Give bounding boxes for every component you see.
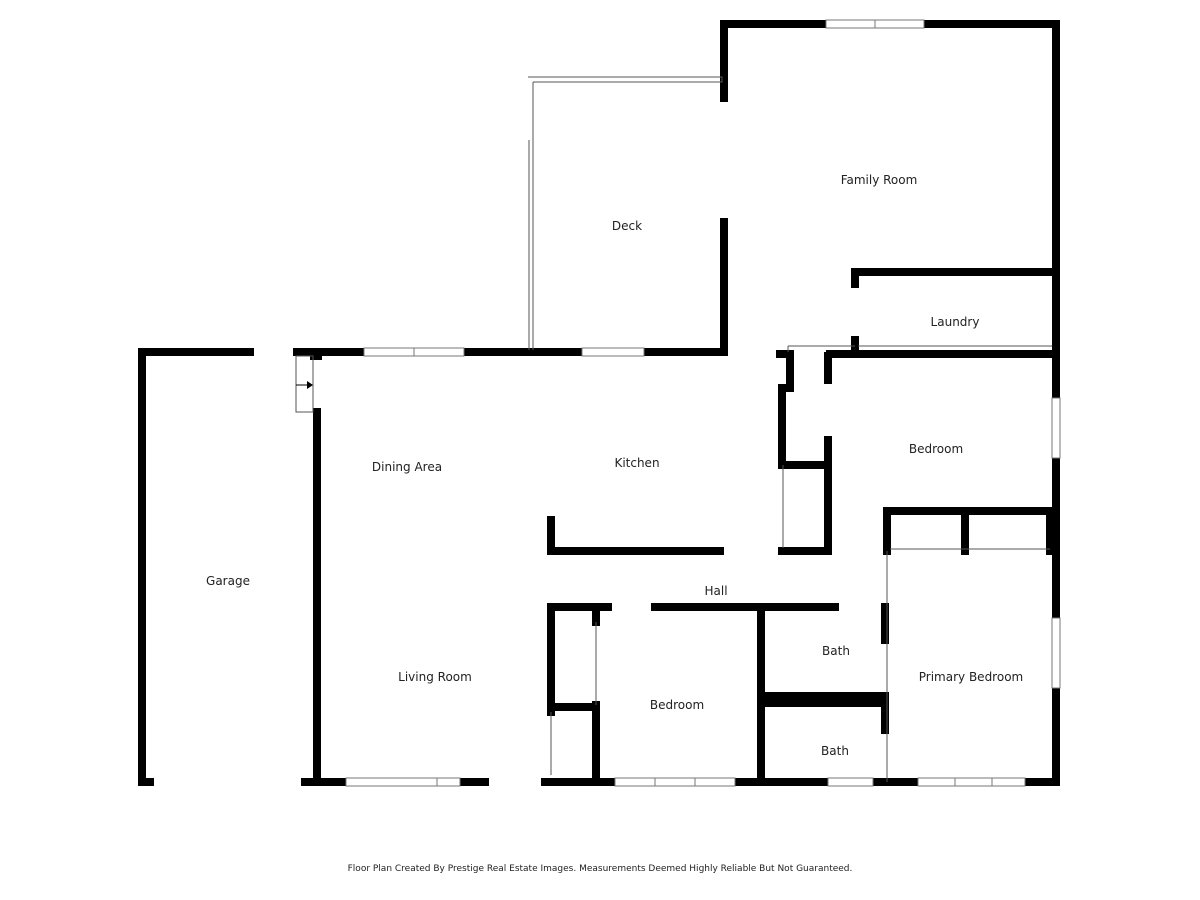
windows xyxy=(345,19,1061,787)
room-label-bedroom: Bedroom xyxy=(908,442,964,456)
footer-disclaimer: Floor Plan Created By Prestige Real Esta… xyxy=(347,864,853,874)
room-label-bath: Bath xyxy=(822,644,850,658)
room-label-bedroom-2: Bedroom xyxy=(649,698,705,712)
room-label-laundry: Laundry xyxy=(930,315,980,329)
room-label-dining-area: Dining Area xyxy=(371,460,443,474)
room-label-bath-2: Bath xyxy=(821,744,849,758)
walls xyxy=(138,20,1060,786)
room-label-hall: Hall xyxy=(704,584,728,598)
door-arrow-icon xyxy=(307,381,313,389)
room-label-living-room: Living Room xyxy=(398,670,472,684)
room-label-primary-bedroom: Primary Bedroom xyxy=(918,670,1024,684)
room-label-family-room: Family Room xyxy=(840,173,918,187)
thin-lines xyxy=(295,76,1052,782)
room-label-deck: Deck xyxy=(611,219,643,233)
room-label-garage: Garage xyxy=(206,574,250,588)
room-label-kitchen: Kitchen xyxy=(614,456,660,470)
